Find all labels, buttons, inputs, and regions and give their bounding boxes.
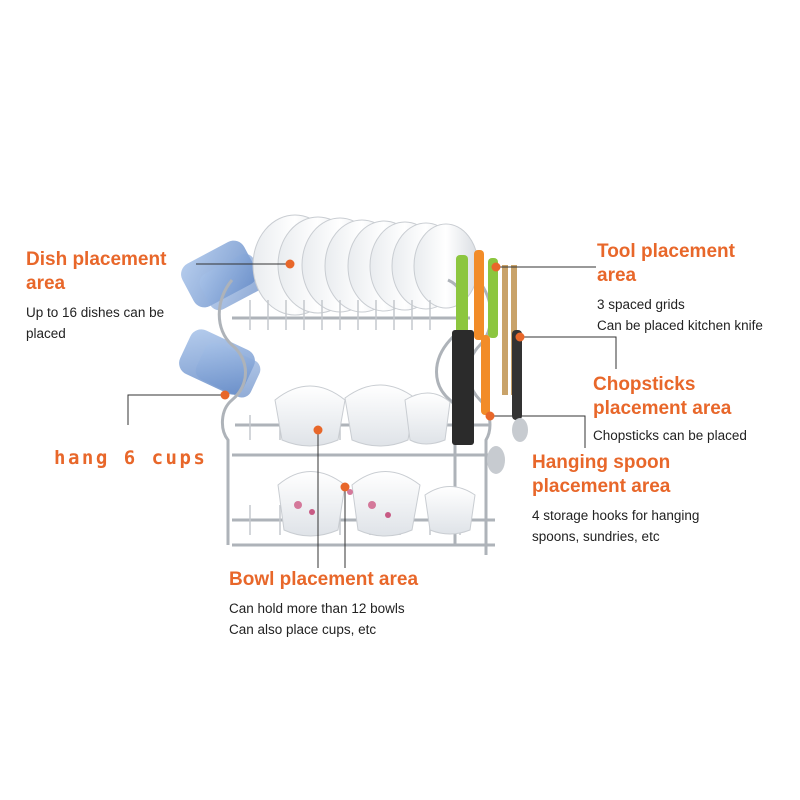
- bowls-middle: [274, 384, 451, 447]
- tool-placement-desc-line1: 3 spaced grids: [597, 297, 685, 312]
- chopsticks-desc: Chopsticks can be placed: [593, 428, 747, 443]
- bowl-placement-label: Bowl placement area Can hold more than 1…: [229, 568, 418, 640]
- tool-placement-title-line2: area: [597, 265, 637, 286]
- bowl-placement-desc-line1: Can hold more than 12 bowls: [229, 601, 405, 616]
- tool-placement-title-line1: Tool placement: [597, 241, 735, 262]
- hanging-spoon-title-line2: placement area: [532, 476, 671, 497]
- callout-lines: [127, 263, 617, 568]
- bowl-placement-title: Bowl placement area: [229, 569, 419, 590]
- chopsticks-title-line1: Chopsticks: [593, 374, 696, 395]
- tool-placement-desc-line2: Can be placed kitchen knife: [597, 318, 763, 333]
- hang-cups-label: hang 6 cups: [54, 447, 208, 469]
- tool-placement-label: Tool placement area 3 spaced grids Can b…: [597, 240, 763, 336]
- bowl-placement-desc-line2: Can also place cups, etc: [229, 622, 377, 637]
- dish-stack: [252, 214, 479, 316]
- hanging-spoon-desc-line1: 4 storage hooks for hanging: [532, 508, 700, 523]
- hanging-spoon-desc-line2: spoons, sundries, etc: [532, 529, 660, 544]
- chopsticks-title-line2: placement area: [593, 398, 732, 419]
- dish-placement-label: Dish placement area Up to 16 dishes can …: [26, 248, 166, 344]
- dish-placement-desc-line2: placed: [26, 326, 66, 341]
- hanging-cups: [179, 240, 265, 398]
- hanging-spoon-placement-label: Hanging spoon placement area 4 storage h…: [532, 451, 699, 547]
- hanging-spoon-title-line1: Hanging spoon: [532, 452, 671, 473]
- callout-dots: [220, 259, 525, 492]
- dish-placement-title-line2: area: [26, 273, 66, 294]
- dish-placement-title-line1: Dish placement: [26, 249, 167, 270]
- dish-placement-desc-line1: Up to 16 dishes can be: [26, 305, 165, 320]
- bowls-bottom: [277, 471, 476, 537]
- chopsticks-placement-label: Chopsticks placement area Chopsticks can…: [593, 373, 747, 446]
- utensil-holder: [452, 250, 528, 474]
